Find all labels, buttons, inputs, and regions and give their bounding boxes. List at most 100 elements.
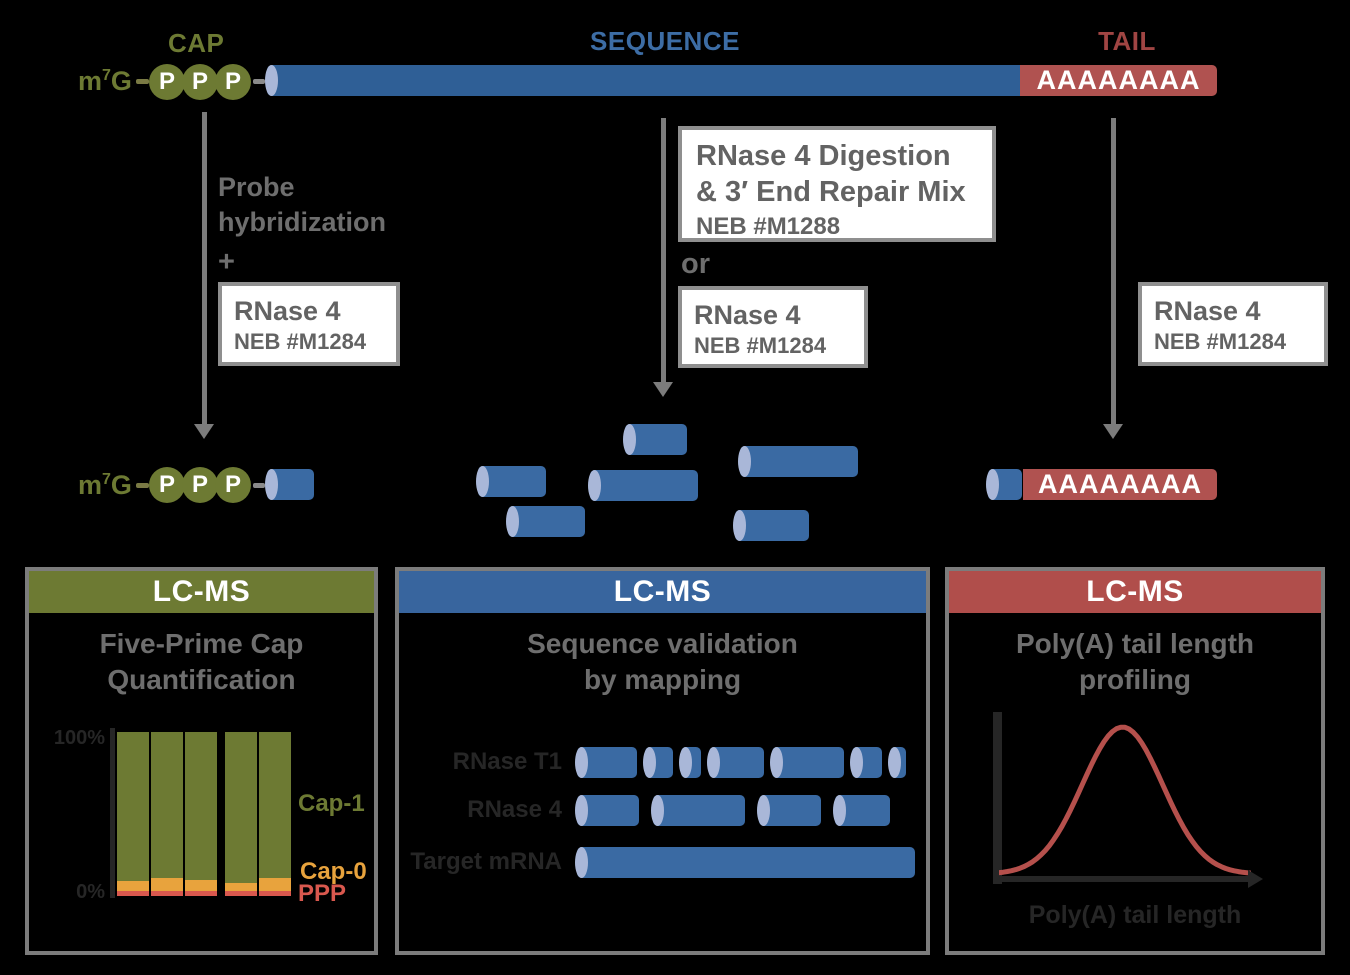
tail-region-label: TAIL	[1098, 26, 1156, 56]
y-axis-line	[993, 712, 1002, 884]
bar-segment-ppp	[117, 891, 149, 896]
phosphate-circle: P	[182, 64, 218, 100]
bar-segment-cap-0	[225, 882, 257, 892]
fragment-strip	[575, 794, 890, 826]
panel-cap-analysis: LC-MS Five-Prime Cap Quantification 100%…	[25, 567, 378, 955]
rna-fragment	[679, 746, 701, 778]
reagent-name: RNase 4	[1154, 296, 1261, 326]
probe-hybridization-label: Probe hybridization	[218, 172, 386, 237]
reagent-name: RNase 4 Digestion	[696, 140, 951, 172]
fragment-strip	[575, 746, 906, 778]
y-axis-top-label: 100%	[53, 727, 105, 749]
rna-fragment	[770, 746, 844, 778]
bar-segment-cap-1	[117, 732, 149, 882]
down-arrow-middle	[661, 118, 666, 384]
mrna-sequence-bar	[265, 65, 1020, 96]
rnase4-box-left: RNase 4 NEB #M1284	[218, 282, 400, 366]
bar-segment-cap-0	[117, 881, 149, 892]
x-axis-label: Poly(A) tail length	[1028, 901, 1242, 929]
rna-fragment	[757, 794, 821, 826]
rna-fragment	[733, 510, 809, 541]
bar-segment-cap-0	[151, 877, 183, 892]
bar-segment-ppp	[259, 891, 291, 896]
rna-fragment	[850, 746, 882, 778]
rna-fragment	[265, 469, 314, 500]
linker-dash	[253, 483, 265, 488]
rna-fragment	[986, 469, 1022, 500]
rna-fragment	[623, 424, 687, 455]
panel-polya-profiling: LC-MS Poly(A) tail length profiling Poly…	[945, 567, 1325, 955]
bar-segment-cap-1	[225, 732, 257, 883]
rna-fragment	[588, 470, 698, 501]
rna-fragment	[506, 506, 585, 537]
bar-segment-ppp	[185, 891, 217, 896]
down-arrow-right-head	[1103, 424, 1123, 439]
phosphate-circle: P	[149, 467, 185, 503]
phosphate-circle: P	[149, 64, 185, 100]
reagent-name: RNase 4	[694, 300, 801, 330]
row-label: RNase 4	[467, 796, 562, 823]
rnase4-digestion-mix-box: RNase 4 Digestion & 3′ End Repair Mix NE…	[678, 126, 996, 242]
fragment-map-row: RNase T1	[399, 745, 906, 779]
fragment-map-row: Target mRNA	[399, 845, 915, 879]
phosphate-circle: P	[182, 467, 218, 503]
legend-cap1: Cap-1	[298, 790, 365, 817]
legend-ppp: PPP	[298, 880, 347, 907]
catalog-number: NEB #M1284	[234, 329, 367, 354]
bar-segment-ppp	[225, 891, 257, 896]
rna-fragment	[833, 794, 890, 826]
polya-distribution-curve	[999, 724, 1251, 876]
bar-segment-cap-0	[259, 877, 291, 892]
down-arrow-right	[1111, 118, 1116, 426]
bar-segment-cap-0	[185, 879, 217, 892]
linker-dash	[136, 483, 149, 488]
catalog-number: NEB #M1288	[696, 213, 841, 240]
row-label: RNase T1	[452, 748, 562, 775]
panel-title-right: Poly(A) tail length profiling	[1016, 628, 1254, 695]
or-connector: or	[681, 248, 710, 280]
reagent-name: RNase 4	[234, 296, 341, 326]
y-axis-line	[110, 728, 115, 898]
lcms-header-left: LC-MS	[29, 571, 374, 613]
y-axis-bottom-label: 0%	[76, 881, 105, 903]
fragment-map-row: RNase 4	[399, 793, 890, 827]
rna-fragment	[643, 746, 673, 778]
cap-bar	[225, 732, 257, 896]
x-axis-line	[998, 876, 1250, 882]
polya-tail-bar: AAAAAAAA	[1020, 65, 1217, 96]
panel-title-middle: Sequence validation by mapping	[527, 628, 798, 695]
rnase4-box-middle: RNase 4 NEB #M1284	[678, 286, 868, 368]
linker-dash	[136, 79, 149, 84]
cap-bar	[259, 732, 291, 896]
m7g-label: m7G	[78, 66, 132, 96]
fragment-strip	[575, 846, 915, 878]
down-arrow-left-head	[194, 424, 214, 439]
capping-bar-chart	[117, 732, 291, 896]
rnase4-box-right: RNase 4 NEB #M1284	[1138, 282, 1328, 366]
m7g-label: m7G	[78, 470, 132, 500]
plus-connector: +	[218, 246, 235, 278]
rna-fragment	[575, 746, 637, 778]
bar-segment-cap-1	[259, 732, 291, 878]
lcms-header-right: LC-MS	[949, 571, 1321, 613]
catalog-number: NEB #M1284	[1154, 329, 1287, 354]
rna-fragment	[575, 794, 639, 826]
linker-dash	[253, 79, 265, 84]
catalog-number: NEB #M1284	[694, 333, 827, 358]
rna-fragment	[707, 746, 764, 778]
bar-segment-cap-1	[185, 732, 217, 880]
phosphate-circle: P	[215, 64, 251, 100]
bar-segment-ppp	[151, 891, 183, 896]
rna-fragment	[651, 794, 745, 826]
row-label: Target mRNA	[410, 848, 562, 875]
cap-region-label: CAP	[168, 28, 225, 58]
bar-segment-cap-1	[151, 732, 183, 878]
legend-cap0: Cap-0	[300, 858, 367, 885]
x-axis-arrow-icon	[1248, 870, 1263, 888]
panel-title-left: Five-Prime Cap Quantification	[99, 628, 304, 695]
sequence-region-label: SEQUENCE	[590, 26, 740, 56]
rna-fragment	[888, 746, 906, 778]
phosphate-circle: P	[215, 467, 251, 503]
polya-tail-fragment: AAAAAAAA	[1023, 469, 1217, 500]
